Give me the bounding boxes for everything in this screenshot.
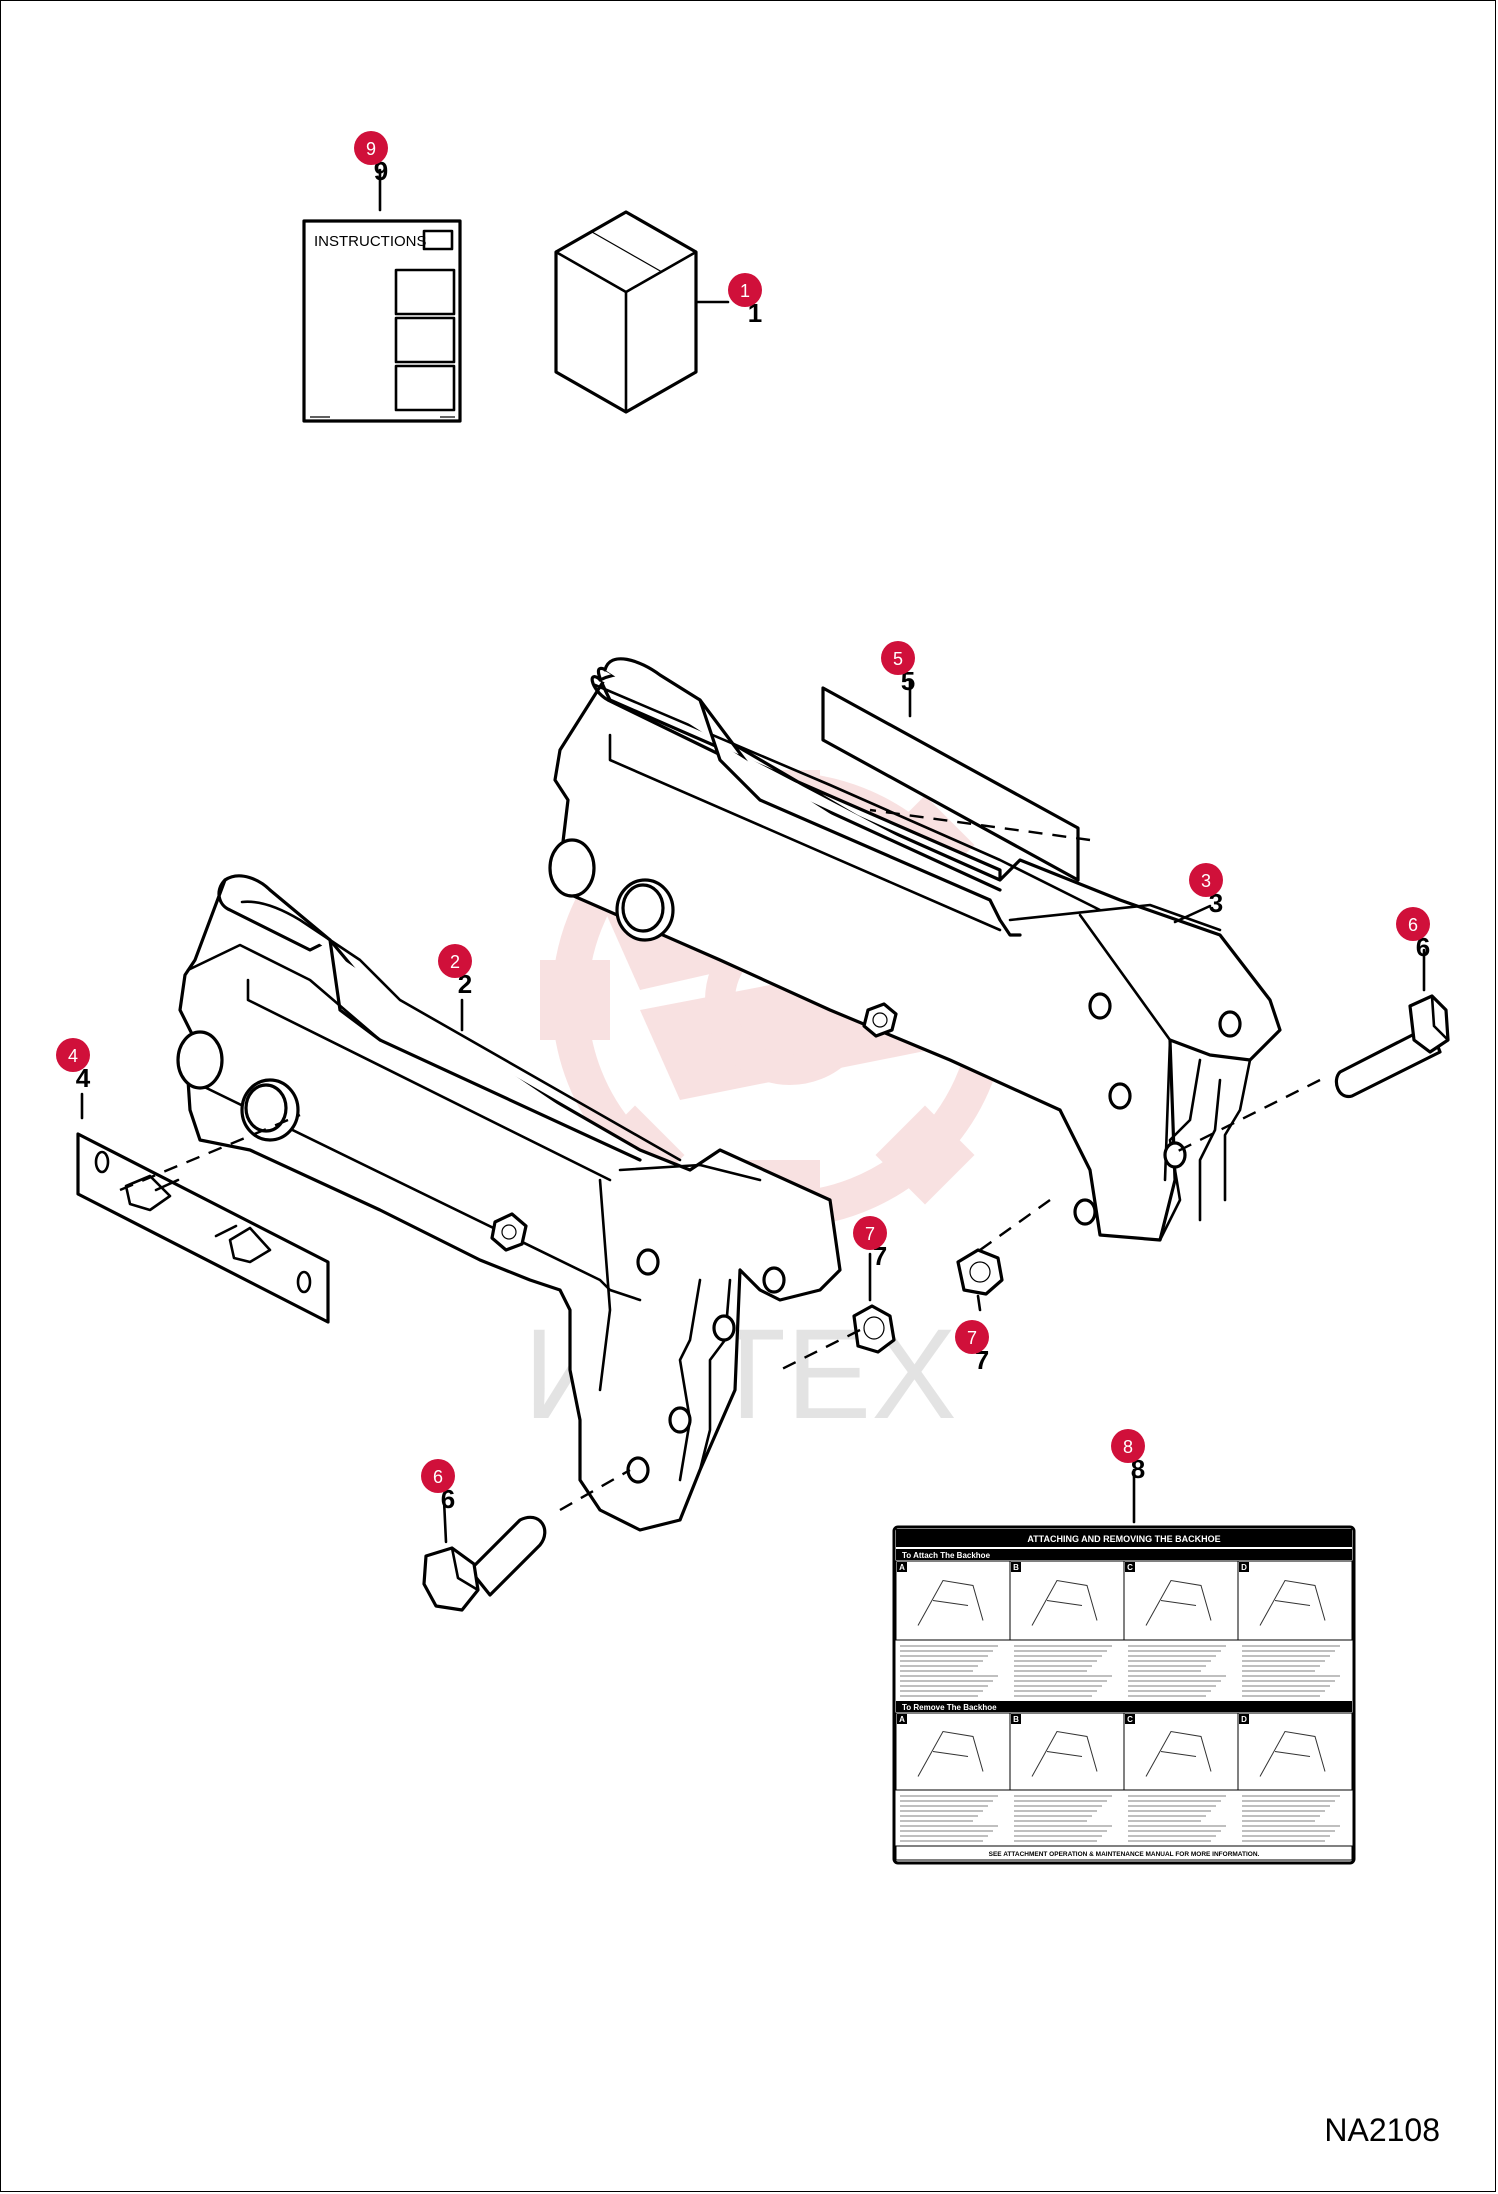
decal-illustration — [917, 1730, 984, 1777]
decal-panel-letter-box — [1125, 1714, 1135, 1724]
decal-panel — [1237, 1712, 1353, 1791]
callout-9-number: 9 — [366, 139, 376, 159]
callout-6a-number: 6 — [1408, 915, 1418, 935]
bolt-lower — [422, 1515, 547, 1612]
callout-6b: 66 — [421, 1459, 455, 1514]
instructions-booklet: INSTRUCTIONS — [302, 219, 462, 423]
callout-1-number: 1 — [740, 281, 750, 301]
callout-5-number: 5 — [893, 649, 903, 669]
callout-7a-badge — [853, 1216, 887, 1250]
decal-illustration — [1145, 1579, 1212, 1626]
leader-lines — [80, 168, 1426, 1544]
callout-4-badge — [56, 1038, 90, 1072]
callout-7a-number: 7 — [865, 1224, 875, 1244]
decal-panel-letter-box — [1125, 1562, 1135, 1572]
callout-6a: 66 — [1396, 907, 1430, 962]
decal-panel-letter-box — [1011, 1714, 1021, 1724]
callout-4: 44 — [56, 1038, 91, 1093]
decal-panel-letter: D — [1241, 1563, 1247, 1572]
mounting-frame-left — [176, 874, 842, 1532]
decal-footer: SEE ATTACHMENT OPERATION & MAINTENANCE M… — [989, 1851, 1260, 1858]
decal-panel-letter: B — [1013, 1563, 1019, 1572]
decal-panels: A B C D A B C D — [895, 1560, 1353, 1842]
decal-panel-letter-box — [1239, 1714, 1249, 1724]
callout-8-number: 8 — [1123, 1437, 1133, 1457]
callout-6b-badge — [421, 1459, 455, 1493]
decal-panel-letter: C — [1127, 1715, 1133, 1724]
decal-panel-letter: D — [1241, 1715, 1247, 1724]
callout-3-number: 3 — [1201, 871, 1211, 891]
callout-5: 55 — [881, 641, 915, 696]
decal-panel-letter-box — [1239, 1562, 1249, 1572]
decal-panel-letter-box — [1011, 1562, 1021, 1572]
callout-7b-badge — [955, 1320, 989, 1354]
instructions-label: INSTRUCTIONS — [314, 233, 427, 250]
callout-6a-badge — [1396, 907, 1430, 941]
decal-title: ATTACHING AND REMOVING THE BACKHOE — [1027, 1534, 1220, 1544]
decal-remove-heading: To Remove The Backhoe — [902, 1703, 997, 1712]
decal-panel-letter: A — [899, 1563, 905, 1572]
decal-panel — [895, 1712, 1011, 1791]
callout-2-number: 2 — [450, 952, 460, 972]
assembly-lines — [119, 808, 1321, 1512]
decal-panel — [895, 1560, 1011, 1641]
callout-1-badge — [728, 273, 762, 307]
callout-7b: 77 — [955, 1320, 989, 1375]
decal-panel-letter: A — [899, 1715, 905, 1724]
decal-panel-letter: B — [1013, 1715, 1019, 1724]
hex-nut-center — [852, 1304, 896, 1354]
decal-illustration — [917, 1579, 984, 1626]
decal-illustration — [1031, 1730, 1098, 1777]
callout-9-badge — [354, 131, 388, 165]
blank-decal — [821, 686, 1080, 882]
callout-2: 22 — [438, 944, 472, 999]
bolt-upper — [1334, 994, 1450, 1099]
callout-1: 11 — [728, 273, 762, 328]
callout-3-badge — [1189, 863, 1223, 897]
callout-4-number: 4 — [68, 1046, 78, 1066]
parts-box — [554, 210, 698, 414]
callout-8-badge — [1111, 1429, 1145, 1463]
decal-panel-letter-box — [897, 1714, 907, 1724]
callout-6b-number: 6 — [433, 1467, 443, 1487]
decal-panel — [1123, 1712, 1239, 1791]
backhoe-decal: ATTACHING AND REMOVING THE BACKHOE To At… — [892, 1525, 1356, 1865]
decal-panel — [1237, 1560, 1353, 1641]
decal-panel — [1123, 1560, 1239, 1641]
callout-7b-number: 7 — [967, 1328, 977, 1348]
hex-nut-right — [956, 1248, 1004, 1296]
warning-decal — [76, 1132, 330, 1324]
callout-2-badge — [438, 944, 472, 978]
callout-5-badge — [881, 641, 915, 675]
decal-illustration — [1031, 1579, 1098, 1626]
decal-panel-letter: C — [1127, 1563, 1133, 1572]
decal-panel-letter-box — [897, 1562, 907, 1572]
callout-7a: 77 — [853, 1216, 887, 1271]
figure-code: NA2108 — [1324, 2112, 1440, 2148]
decal-panel — [1009, 1712, 1125, 1791]
decal-panel — [1009, 1560, 1125, 1641]
decal-illustration — [1259, 1579, 1326, 1626]
callout-3: 33 — [1189, 863, 1223, 918]
callout-9: 99 — [354, 131, 388, 186]
mounting-frame-right — [548, 657, 1282, 1242]
decal-illustration — [1259, 1730, 1326, 1777]
callout-8: 88 — [1111, 1429, 1145, 1484]
decal-attach-heading: To Attach The Backhoe — [902, 1551, 991, 1560]
decal-illustration — [1145, 1730, 1212, 1777]
